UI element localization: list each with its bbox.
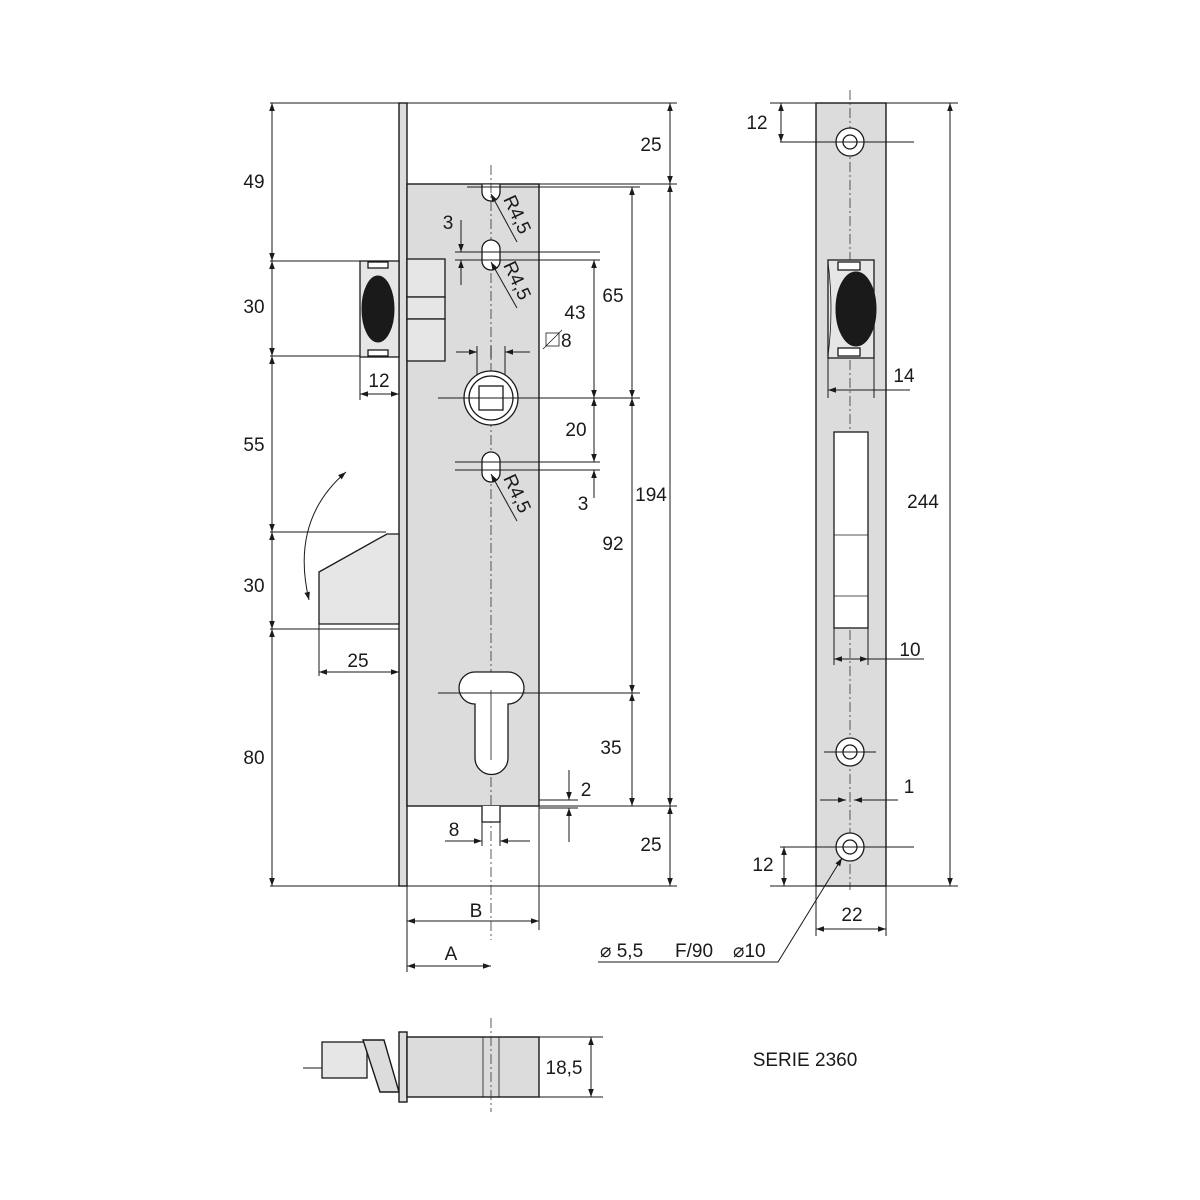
dim-25-hook: 25 (347, 651, 368, 672)
dim-43: 43 (564, 303, 585, 324)
top-view-bolt (321, 1041, 368, 1079)
rotation-arrow (303, 471, 347, 601)
dim-244: 244 (907, 492, 939, 513)
side-view: 12 14 244 10 1 12 22 ⌀ 5,5 F/90 ⌀10 (598, 90, 958, 963)
dim-A: A (445, 944, 458, 965)
dim-3-bottom: 3 (578, 494, 589, 515)
dim-2: 2 (581, 780, 592, 801)
dimension-lines (269, 103, 673, 969)
dim-12-top: 12 (746, 113, 767, 134)
cylinder-hole (458, 671, 525, 776)
dim-10: 10 (899, 640, 920, 661)
hook-bolt (318, 533, 400, 625)
top-view: 18,5 (303, 1018, 603, 1112)
side-labels: 12 14 244 10 1 12 22 ⌀ 5,5 F/90 ⌀10 (600, 113, 939, 962)
side-extension-lines (770, 102, 958, 936)
front-labels: 49 30 12 55 30 25 80 25 3 65 43 8 20 3 1… (243, 135, 667, 965)
screw-note-diameter: ⌀ 5,5 (600, 941, 643, 962)
dim-49: 49 (243, 172, 264, 193)
dim-3-top: 3 (443, 213, 454, 234)
top-view-case (406, 1036, 540, 1098)
dim-B: B (470, 901, 483, 922)
screw-hole-top (780, 127, 914, 157)
screw-hole-mid (824, 737, 876, 767)
top-view-faceplate (398, 1031, 408, 1103)
dim-8-notch: 8 (449, 820, 460, 841)
screw-hole-bottom (780, 832, 914, 862)
dim-22: 22 (841, 905, 862, 926)
square-symbol-icon (545, 332, 560, 347)
slot-lower (481, 451, 501, 483)
dim-55: 55 (243, 435, 264, 456)
square-dim: 8 (542, 329, 572, 352)
dim-12-bottom: 12 (752, 855, 773, 876)
dim-square-8: 8 (561, 331, 572, 352)
faceplate (398, 102, 408, 887)
series-label: SERIE 2360 (753, 1050, 858, 1071)
roller-latch (359, 258, 446, 362)
slot-upper (481, 239, 501, 271)
dim-35: 35 (600, 738, 621, 759)
bottom-notch (481, 806, 501, 823)
dim-14: 14 (893, 366, 915, 387)
screw-leader-line (598, 857, 843, 963)
side-latch (827, 259, 877, 359)
dim-20: 20 (565, 420, 586, 441)
dim-194: 194 (635, 485, 667, 506)
dim-25-bottom: 25 (640, 835, 661, 856)
screw-note-countersink: F/90 (675, 941, 713, 962)
front-view: 49 30 12 55 30 25 80 25 3 65 43 8 20 3 1… (243, 102, 677, 972)
dim-92: 92 (602, 534, 623, 555)
dim-80: 80 (243, 748, 264, 769)
side-bolt-opening (833, 431, 869, 629)
dim-12-latch: 12 (368, 371, 389, 392)
side-dimension-lines (598, 103, 953, 963)
dim-65: 65 (602, 286, 623, 307)
dim-1: 1 (904, 777, 915, 798)
dim-30-hook: 30 (243, 576, 264, 597)
screw-note-head: ⌀10 (733, 941, 766, 962)
dim-25-top: 25 (640, 135, 661, 156)
dim-30-latch: 30 (243, 297, 264, 318)
dim-18-5: 18,5 (546, 1058, 583, 1079)
top-view-hook (362, 1039, 400, 1093)
